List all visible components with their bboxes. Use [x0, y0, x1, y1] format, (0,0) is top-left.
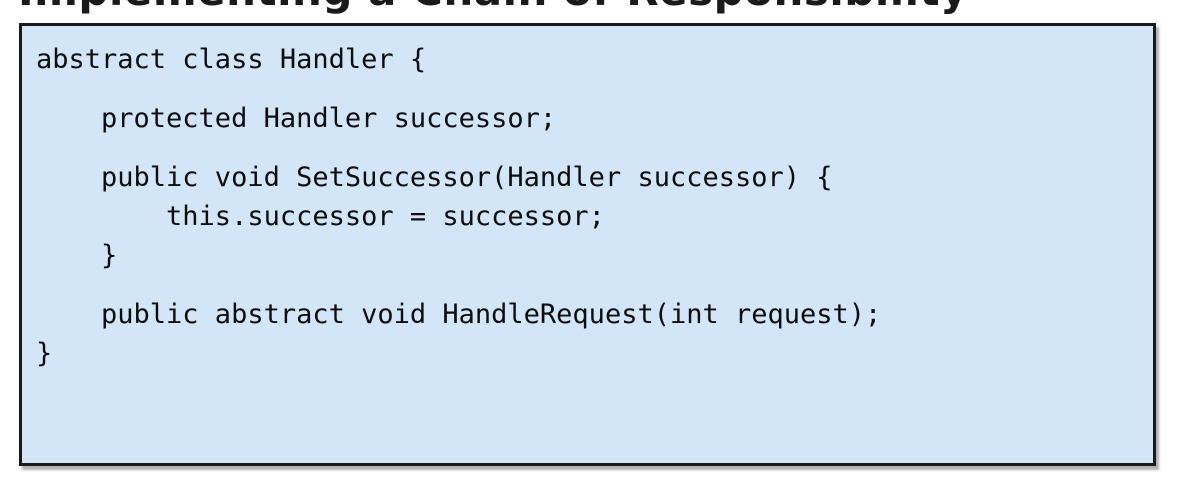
- code-line: protected Handler successor;: [36, 103, 557, 134]
- code-block-panel: abstract class Handler { protected Handl…: [19, 23, 1156, 466]
- clipped-heading-strip: Implementing a Chain of Responsibility: [0, 0, 1184, 14]
- slide-heading: Implementing a Chain of Responsibility: [18, 0, 968, 14]
- code-line-blank: [36, 79, 1153, 99]
- code-listing: abstract class Handler { protected Handl…: [22, 26, 1153, 373]
- code-line: public abstract void HandleRequest(int r…: [36, 299, 882, 330]
- code-line: public void SetSuccessor(Handler success…: [36, 162, 833, 193]
- code-line: abstract class Handler {: [36, 44, 427, 75]
- code-line: }: [36, 338, 53, 369]
- code-line-blank: [36, 138, 1153, 158]
- code-line: }: [36, 240, 118, 271]
- code-line-blank: [36, 275, 1153, 295]
- code-line: this.successor = successor;: [36, 201, 605, 232]
